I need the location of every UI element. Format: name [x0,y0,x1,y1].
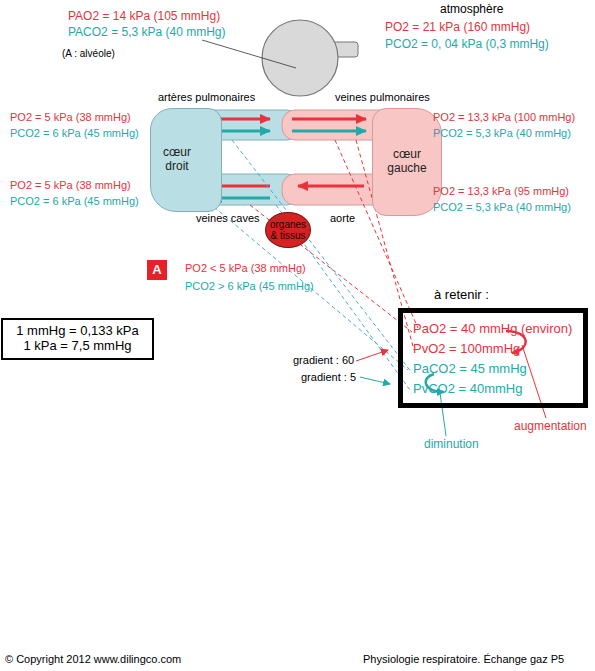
vessel-name: veines caves [196,212,260,225]
left-heart: cœur gauche [372,108,442,216]
gas-value: PO2 = 21 kPa (160 mmHg) [385,21,530,35]
summary-line: PaO2 = 40 mmHg (environ) [413,319,573,339]
flow-arrow [292,118,366,121]
node-text: cœur droit [157,146,197,174]
box-heading-row: à retenir : [398,288,588,308]
vessel-name: artères pulmonaires [158,91,255,104]
gas-value: PO2 = 13,3 kPa (95 mmHg) [433,185,569,198]
gas-value: PCO2 = 5,3 kPa (40 mmHg) [433,201,571,214]
gas-value: PCO2 = 6 kPa (45 mmHg) [10,127,139,140]
organs-ellipse: organes & tissus [265,212,311,248]
summary-box: à retenir : PaO2 = 40 mmHg (environ)PvO2 … [398,288,588,410]
box-heading: à retenir : [434,288,588,303]
node-text: A [152,263,161,278]
node-text: 1 kPa = 7,5 mmHg [23,339,131,354]
change-note: diminution [424,438,479,452]
vessel-name: veines pulmonaires [335,91,430,104]
gas-value: PO2 = 5 kPa (38 mmHg) [10,179,131,192]
gas-value: PCO2 = 6 kPa (45 mmHg) [10,195,139,208]
node-text: 1 mmHg = 0,133 kPa [16,324,138,339]
gas-value: PO2 = 5 kPa (38 mmHg) [10,111,131,124]
gas-value: PO2 < 5 kPa (38 mmHg) [185,262,306,275]
node-text: cœur gauche [384,148,430,176]
gradient-arrow [356,350,388,361]
summary-frame: PaO2 = 40 mmHg (environ)PvO2 = 100mmHgPa… [398,308,588,408]
gradient-note: gradient : 5 [301,371,356,384]
gas-value: PCO2 = 0, 04 kPa (0,3 mmHg) [385,38,549,52]
gradient-note: gradient : 60 [293,354,354,367]
copyright: © Copyright 2012 www.dilingco.com [5,653,181,666]
flow-arrow [292,130,366,133]
summary-line: PvCO2 = 40mmHg [413,379,573,399]
heading: atmosphère [440,3,503,17]
alveolus-circle [262,20,338,96]
leader-line [440,393,446,436]
node-text: organes & tissus [266,219,310,242]
note: (A : alvéole) [62,48,115,60]
gas-value: PAO2 = 14 kPa (105 mmHg) [68,10,220,24]
leader-line [202,40,296,68]
gas-value: PCO2 > 6 kPa (45 mmHg) [185,280,314,293]
summary-line: PaCO2 = 45 mmHg [413,359,573,379]
change-note: augmentation [514,420,587,434]
gradient-arrow [360,377,390,384]
gas-value: PACO2 = 5,3 kPa (40 mmHg) [68,26,226,40]
right-heart: cœur droit [150,108,222,212]
gas-value: PO2 = 13,3 kPa (100 mmHg) [433,111,575,124]
page-footer: Physiologie respiratoire. Échange gaz P5 [363,653,564,666]
conversion-box: 1 mmHg = 0,133 kPa1 kPa = 7,5 mmHg [1,318,154,360]
flow-arrow [298,185,364,188]
summary-line: PvO2 = 100mmHg [413,339,573,359]
marker-square: A [147,260,167,280]
vessel-name: aorte [330,212,355,225]
gas-value: PCO2 = 5,3 kPa (40 mmHg) [433,127,571,140]
